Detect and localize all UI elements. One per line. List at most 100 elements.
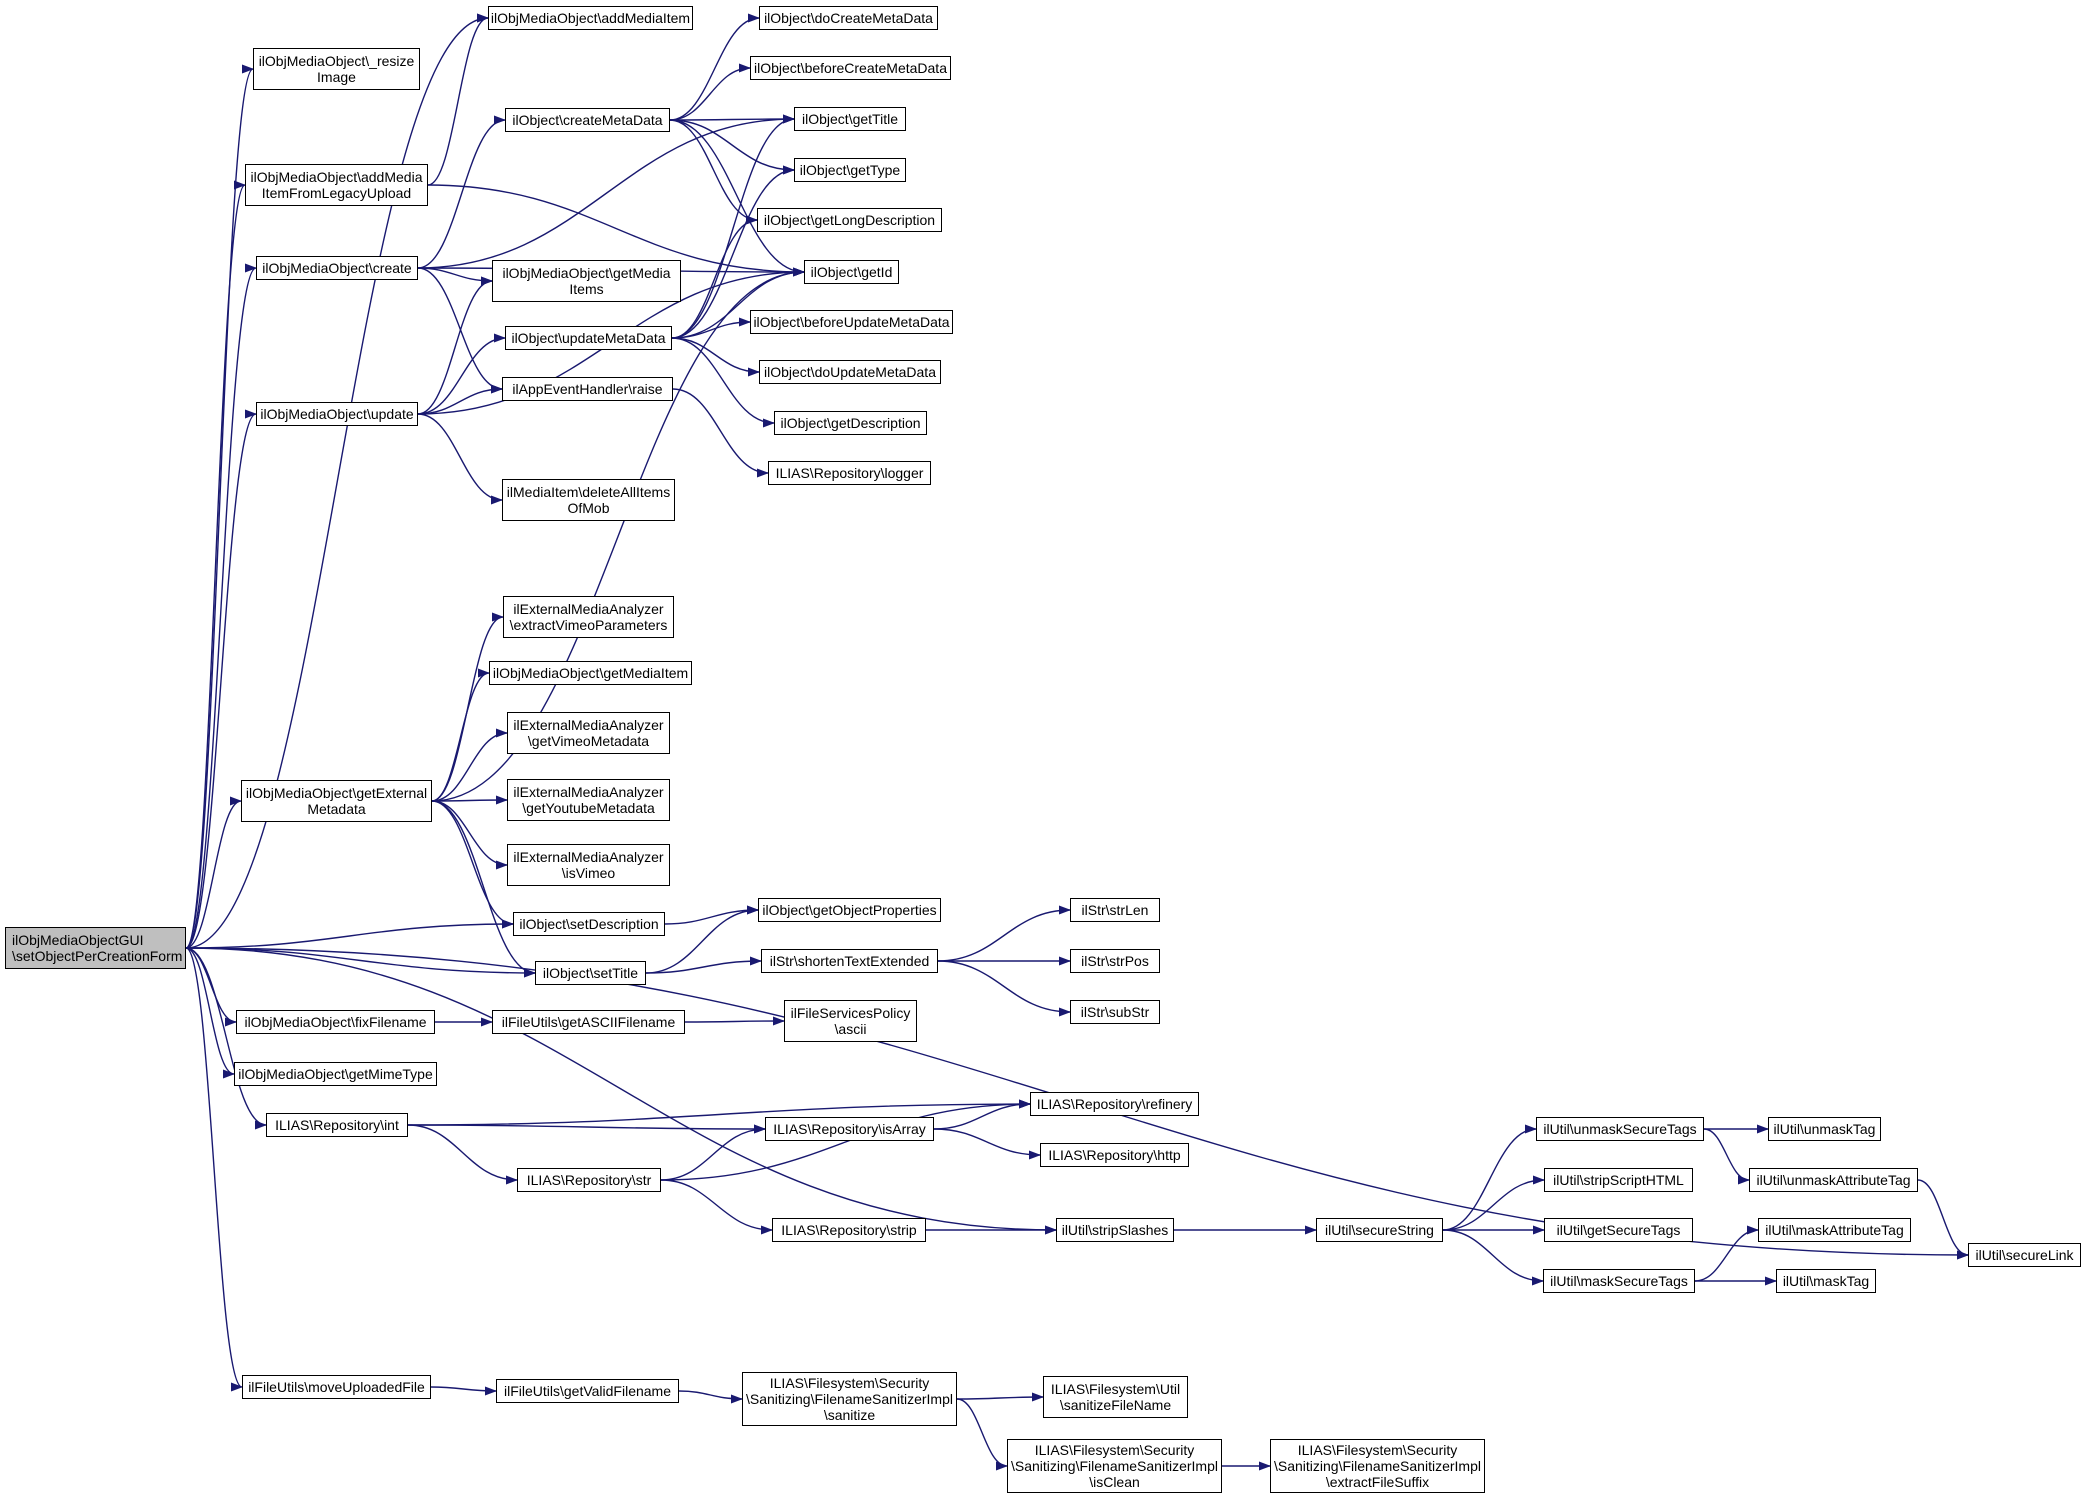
edge-setDescription-to-getObjProps xyxy=(664,905,759,925)
node-get-secure-tags[interactable]: ilUtil\getSecureTags xyxy=(1544,1218,1693,1242)
edge-update-to-deleteAll xyxy=(417,413,503,505)
edge-shortenText-to-subStr xyxy=(937,960,1071,1017)
node-extract-vimeo[interactable]: ilExternalMediaAnalyzer\extractVimeoPara… xyxy=(503,596,674,638)
edge-getExternal-to-setTitle xyxy=(431,800,536,978)
node-sanitize[interactable]: ILIAS\Filesystem\Security\Sanitizing\Fil… xyxy=(742,1372,957,1426)
node-is-array[interactable]: ILIAS\Repository\isArray xyxy=(765,1117,934,1141)
node-label-line: ilObject\getLongDescription xyxy=(763,212,936,228)
edge-repoStr-to-refinery xyxy=(660,1099,1031,1181)
node-is-vimeo[interactable]: ilExternalMediaAnalyzer\isVimeo xyxy=(507,844,670,886)
node-before-update-meta[interactable]: ilObject\beforeUpdateMetaData xyxy=(750,310,953,334)
node-label-line: ilObject\beforeUpdateMetaData xyxy=(753,314,950,330)
node-get-object-props[interactable]: ilObject\getObjectProperties xyxy=(758,898,941,922)
node-sub-str[interactable]: ilStr\subStr xyxy=(1070,1000,1160,1024)
node-label-line: \getYoutubeMetadata xyxy=(522,800,655,816)
edge-repoStr-to-isArray xyxy=(660,1124,766,1181)
node-get-id[interactable]: ilObject\getId xyxy=(804,260,899,284)
node-repo-int[interactable]: ILIAS\Repository\int xyxy=(266,1113,408,1137)
edge-root-to-getMimeType xyxy=(185,947,235,1079)
node-root[interactable]: ilObjMediaObjectGUI\setObjectPerCreation… xyxy=(5,927,186,969)
node-label-line: ItemFromLegacyUpload xyxy=(261,185,412,201)
node-get-ascii[interactable]: ilFileUtils\getASCIIFilename xyxy=(492,1010,685,1034)
node-update-meta[interactable]: ilObject\updateMetaData xyxy=(505,326,672,350)
edge-moveUploaded-to-getValidFilename xyxy=(430,1386,497,1396)
node-get-valid-filename[interactable]: ilFileUtils\getValidFilename xyxy=(496,1379,679,1403)
node-do-create-meta[interactable]: ilObject\doCreateMetaData xyxy=(759,6,938,30)
node-label-line: \sanitizeFileName xyxy=(1059,1397,1172,1413)
node-label-line: ilUtil\unmaskAttributeTag xyxy=(1756,1172,1911,1188)
node-do-update-meta[interactable]: ilObject\doUpdateMetaData xyxy=(759,360,941,384)
node-label-line: ilObjMediaObject\addMedia xyxy=(250,169,423,185)
node-label-line: ilFileUtils\moveUploadedFile xyxy=(248,1379,425,1395)
node-label-line: ILIAS\Filesystem\Util xyxy=(1050,1381,1181,1397)
node-ascii[interactable]: ilFileServicesPolicy\ascii xyxy=(784,1000,917,1042)
node-str-pos[interactable]: ilStr\strPos xyxy=(1070,949,1160,973)
node-add-media-item[interactable]: ilObjMediaObject\addMediaItem xyxy=(488,6,693,30)
node-get-vimeo-meta[interactable]: ilExternalMediaAnalyzer\getVimeoMetadata xyxy=(507,712,670,754)
node-label-line: ilUtil\maskAttributeTag xyxy=(1765,1222,1904,1238)
node-label-line: ilObject\createMetaData xyxy=(512,112,663,128)
node-strip[interactable]: ILIAS\Repository\strip xyxy=(772,1218,926,1242)
node-shorten-text[interactable]: ilStr\shortenTextExtended xyxy=(761,949,938,973)
edge-addLegacy-to-addMediaItem xyxy=(427,13,489,186)
node-get-media-item[interactable]: ilObjMediaObject\getMediaItem xyxy=(489,661,692,685)
node-get-youtube-meta[interactable]: ilExternalMediaAnalyzer\getYoutubeMetada… xyxy=(507,779,670,821)
node-label-line: ilObjMediaObject\update xyxy=(260,406,414,422)
node-label-line: ilObjMediaObject\getMedia xyxy=(502,265,671,281)
edge-create-to-raise xyxy=(417,267,503,394)
node-get-mime-type[interactable]: ilObjMediaObject\getMimeType xyxy=(234,1062,437,1086)
edge-root-to-addMediaItem xyxy=(185,13,489,949)
node-repo-str[interactable]: ILIAS\Repository\str xyxy=(517,1168,661,1192)
node-label-line: ilObject\updateMetaData xyxy=(511,330,666,346)
node-is-clean[interactable]: ILIAS\Filesystem\Security\Sanitizing\Fil… xyxy=(1007,1439,1222,1493)
edge-unmaskSecure-to-unmaskAttr xyxy=(1703,1128,1750,1185)
node-sanitize-file-name[interactable]: ILIAS\Filesystem\Util\sanitizeFileName xyxy=(1043,1376,1188,1418)
node-unmask-secure[interactable]: ilUtil\unmaskSecureTags xyxy=(1536,1117,1704,1141)
node-get-long-desc[interactable]: ilObject\getLongDescription xyxy=(757,208,942,232)
node-mask-secure[interactable]: ilUtil\maskSecureTags xyxy=(1543,1269,1695,1293)
node-strip-script[interactable]: ilUtil\stripScriptHTML xyxy=(1544,1168,1693,1192)
node-mask-attr[interactable]: ilUtil\maskAttributeTag xyxy=(1758,1218,1911,1242)
node-label-line: ILIAS\Repository\int xyxy=(275,1117,399,1133)
node-label-line: \isClean xyxy=(1089,1474,1140,1490)
node-unmask-tag[interactable]: ilUtil\unmaskTag xyxy=(1768,1117,1881,1141)
node-label-line: \Sanitizing\FilenameSanitizerImpl xyxy=(1274,1458,1481,1474)
node-create[interactable]: ilObjMediaObject\create xyxy=(256,256,418,280)
node-label-line: \getVimeoMetadata xyxy=(527,733,650,749)
node-set-title[interactable]: ilObject\setTitle xyxy=(535,961,646,985)
node-strip-slashes[interactable]: ilUtil\stripSlashes xyxy=(1056,1218,1174,1242)
node-label-line: ilUtil\stripScriptHTML xyxy=(1553,1172,1684,1188)
node-get-description[interactable]: ilObject\getDescription xyxy=(774,411,927,435)
node-mask-tag[interactable]: ilUtil\maskTag xyxy=(1776,1269,1876,1293)
node-move-uploaded[interactable]: ilFileUtils\moveUploadedFile xyxy=(242,1375,431,1399)
node-secure-string[interactable]: ilUtil\secureString xyxy=(1316,1218,1443,1242)
node-label-line: Image xyxy=(317,69,356,85)
edge-root-to-moveUploaded xyxy=(185,947,243,1392)
edge-sanitize-to-sanitizeFileName xyxy=(956,1392,1044,1402)
node-before-create-meta[interactable]: ilObject\beforeCreateMetaData xyxy=(750,56,951,80)
node-raise[interactable]: ilAppEventHandler\raise xyxy=(502,377,673,401)
node-update[interactable]: ilObjMediaObject\update xyxy=(256,402,418,426)
node-logger[interactable]: ILIAS\Repository\logger xyxy=(768,461,931,485)
node-create-meta[interactable]: ilObject\createMetaData xyxy=(505,108,670,132)
node-set-description[interactable]: ilObject\setDescription xyxy=(513,912,665,936)
node-fix-filename[interactable]: ilObjMediaObject\fixFilename xyxy=(236,1010,435,1034)
node-label-line: ilObject\getTitle xyxy=(802,111,898,127)
node-secure-link[interactable]: ilUtil\secureLink xyxy=(1968,1243,2081,1267)
edge-isArray-to-http xyxy=(933,1128,1041,1160)
node-unmask-attr[interactable]: ilUtil\unmaskAttributeTag xyxy=(1749,1168,1918,1192)
node-label-line: ilObject\getDescription xyxy=(780,415,921,431)
node-str-len[interactable]: ilStr\strLen xyxy=(1070,898,1160,922)
edge-addLegacy-to-getId xyxy=(427,184,805,277)
node-get-title[interactable]: ilObject\getTitle xyxy=(794,107,906,131)
node-refinery[interactable]: ILIAS\Repository\refinery xyxy=(1030,1092,1199,1116)
node-get-type[interactable]: ilObject\getType xyxy=(794,158,906,182)
edge-maskSecure-to-maskAttr xyxy=(1694,1225,1759,1282)
node-extract-suffix[interactable]: ILIAS\Filesystem\Security\Sanitizing\Fil… xyxy=(1270,1439,1485,1493)
node-http[interactable]: ILIAS\Repository\http xyxy=(1040,1143,1189,1167)
